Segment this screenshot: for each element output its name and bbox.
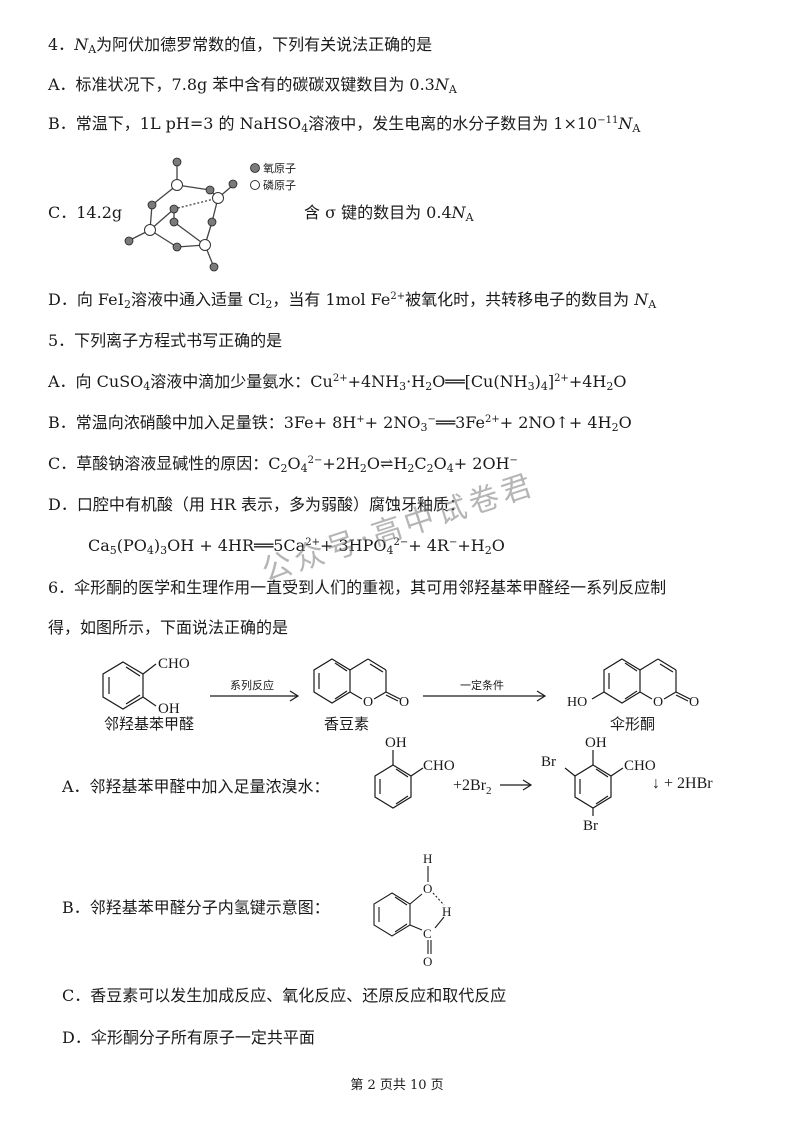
q6-option-c: C．香豆素可以发生加成反应、氧化反应、还原反应和取代反应	[62, 986, 507, 1005]
scheme-coumarin-o-carbonyl: O	[399, 695, 409, 710]
q6b-h-top: H	[423, 851, 432, 866]
q6a-oh-1: OH	[385, 735, 407, 751]
q5-option-d-equation: Ca5(PO4)3OH + 4HR══5Ca2++ 3HPO42−+ 4R−+H…	[88, 536, 505, 557]
q6a-cho-2: CHO	[624, 758, 656, 774]
q6b-c-carbonyl: C	[423, 926, 432, 941]
q5-option-b: B．常温向浓硝酸中加入足量铁：3Fe+ 8H++ 2NO3−══3Fe2++ 2…	[48, 413, 632, 434]
scheme-arrow2-label: 一定条件	[460, 678, 504, 692]
q6a-br-bottom: Br	[583, 818, 598, 834]
scheme-umbelliferone-o-ring: O	[653, 695, 663, 710]
q6a-oh-2: OH	[585, 735, 607, 751]
scheme-name-umbelliferone: 伞形酮	[610, 715, 656, 733]
q4-option-b: B．常温下，1L pH=3 的 NaHSO4溶液中，发生电离的水分子数目为 1×…	[48, 114, 641, 135]
scheme-oh: OH	[158, 701, 180, 717]
q6a-br-top: Br	[541, 754, 556, 770]
q6-option-a-reaction: OH CHO +2Br2 OH CHO Br Br ↓ + 2HBr	[374, 735, 713, 834]
q4-option-c-label: C．14.2g	[48, 203, 123, 222]
q4-option-a: A．标准状况下，7.8g 苯中含有的碳碳双键数目为 0.3NA	[48, 75, 457, 96]
q6a-reagent: +2Br2	[453, 777, 492, 797]
q6-option-a: A．邻羟基苯甲醛中加入足量浓溴水：	[62, 777, 330, 796]
q5-option-d: D．口腔中有机酸（用 HR 表示，多为弱酸）腐蚀牙釉质：	[48, 495, 466, 514]
atom-legend-phosphorus: 磷原子	[263, 179, 296, 192]
q5-stem: 5．下列离子方程式书写正确的是	[48, 331, 283, 350]
q6-option-b-hydrogen-bond: H O H C O	[373, 851, 451, 969]
atom-legend-oxygen: 氧原子	[263, 162, 296, 175]
q6b-o-hydroxyl: O	[423, 881, 432, 896]
q6-option-b: B．邻羟基苯甲醛分子内氢键示意图：	[62, 898, 330, 917]
watermark: 公众号·高中试卷君	[257, 467, 540, 589]
q5-option-c: C．草酸钠溶液显碱性的原因：C2O42−+2H2O⇌H2C2O4+ 2OH−	[48, 454, 518, 475]
q6-stem-line2: 得，如图所示，下面说法正确的是	[48, 618, 289, 637]
q4-stem: 4．NA为阿伏加德罗常数的值，下列有关说法正确的是	[48, 35, 433, 56]
q6b-o-carbonyl: O	[423, 954, 432, 969]
scheme-ho: HO	[567, 695, 587, 710]
q6a-cho-1: CHO	[423, 758, 455, 774]
scheme-name-salicylaldehyde: 邻羟基苯甲醛	[104, 715, 195, 733]
q4-option-d: D．向 FeI2溶液中通入适量 Cl2，当有 1mol Fe2+被氧化时，共转移…	[48, 290, 657, 311]
q5-option-a: A．向 CuSO4溶液中滴加少量氨水：Cu2++4NH3·H2O══[Cu(NH…	[48, 372, 627, 393]
q6-stem-line1: 6．伞形酮的医学和生理作用一直受到人们的重视，其可用邻羟基苯甲醛经一系列反应制	[48, 578, 667, 597]
atom-legend-phosphorus-dot	[250, 180, 260, 190]
q6-option-d: D．伞形酮分子所有原子一定共平面	[62, 1028, 315, 1047]
q6a-product: ↓ + 2HBr	[652, 775, 713, 792]
q6b-h-aldehyde: H	[442, 904, 451, 919]
q4-option-c-text: 含 σ 键的数目为 0.4NA	[304, 203, 474, 224]
page-footer: 第 2 页共 10 页	[350, 1078, 444, 1093]
scheme-cho: CHO	[158, 656, 190, 672]
scheme-umbelliferone-o-carbonyl: O	[689, 695, 699, 710]
scheme-name-coumarin: 香豆素	[324, 715, 370, 733]
scheme-arrow1-label: 系列反应	[230, 678, 274, 692]
atom-legend-oxygen-dot	[250, 163, 260, 173]
p4o10-molecule-model	[124, 157, 238, 272]
scheme-coumarin-o-ring: O	[363, 695, 373, 710]
synthesis-scheme: CHO OH 系列反应 O O 一定条件 HO O O	[102, 656, 699, 717]
